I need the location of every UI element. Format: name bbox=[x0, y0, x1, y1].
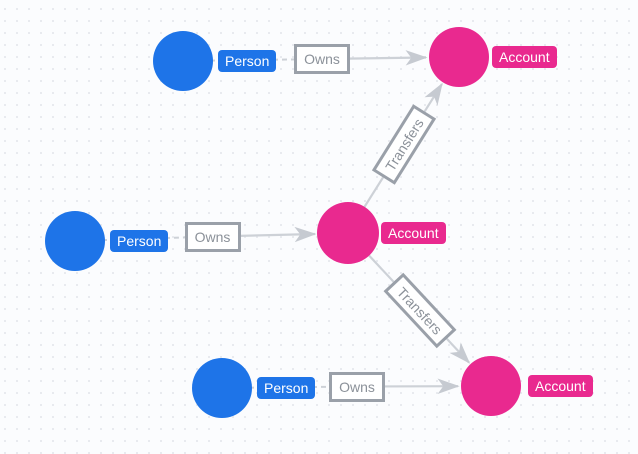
node-badge-person-2[interactable]: Person bbox=[110, 230, 169, 252]
node-badge-account-3[interactable]: Account bbox=[528, 375, 593, 397]
node-account-1[interactable] bbox=[429, 27, 489, 87]
edge-label-owns-3[interactable]: Owns bbox=[329, 371, 385, 402]
node-badge-person-1[interactable]: Person bbox=[218, 50, 277, 72]
edge-label-owns-1[interactable]: Owns bbox=[294, 44, 350, 74]
node-person-2[interactable] bbox=[45, 211, 105, 271]
node-account-3[interactable] bbox=[461, 356, 521, 416]
node-person-1[interactable] bbox=[153, 31, 213, 91]
node-person-3[interactable] bbox=[192, 358, 252, 418]
node-badge-person-3[interactable]: Person bbox=[257, 377, 316, 399]
node-account-2[interactable] bbox=[317, 202, 379, 264]
node-badge-account-1[interactable]: Account bbox=[492, 46, 557, 68]
edge-label-owns-2[interactable]: Owns bbox=[184, 221, 241, 252]
node-badge-account-2[interactable]: Account bbox=[381, 222, 446, 244]
